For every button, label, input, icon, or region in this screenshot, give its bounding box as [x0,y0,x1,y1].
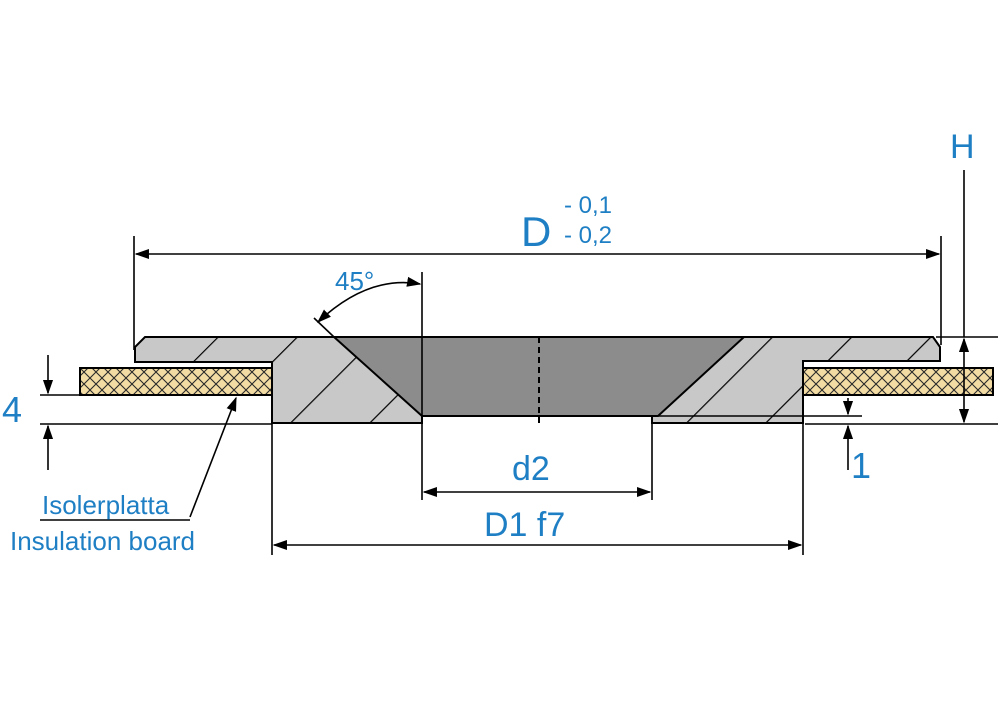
label-d1: D1 f7 [484,506,565,544]
label-h: H [950,128,975,166]
label-board-sv: Isolerplatta [42,490,170,520]
label-tolerance-upper: - 0,1 [564,192,612,219]
extension-line-angle-slant [313,317,335,338]
insulation-board-left [79,367,273,396]
label-1: 1 [851,445,871,486]
leader-insulation-board [189,396,237,518]
angle-arc [316,276,422,323]
label-angle: 45° [335,266,374,296]
label-board-en: Insulation board [10,526,195,556]
label-d: D [521,208,551,255]
label-d2: d2 [512,450,550,488]
label-4: 4 [2,389,22,430]
label-tolerance-lower: - 0,2 [564,222,612,249]
